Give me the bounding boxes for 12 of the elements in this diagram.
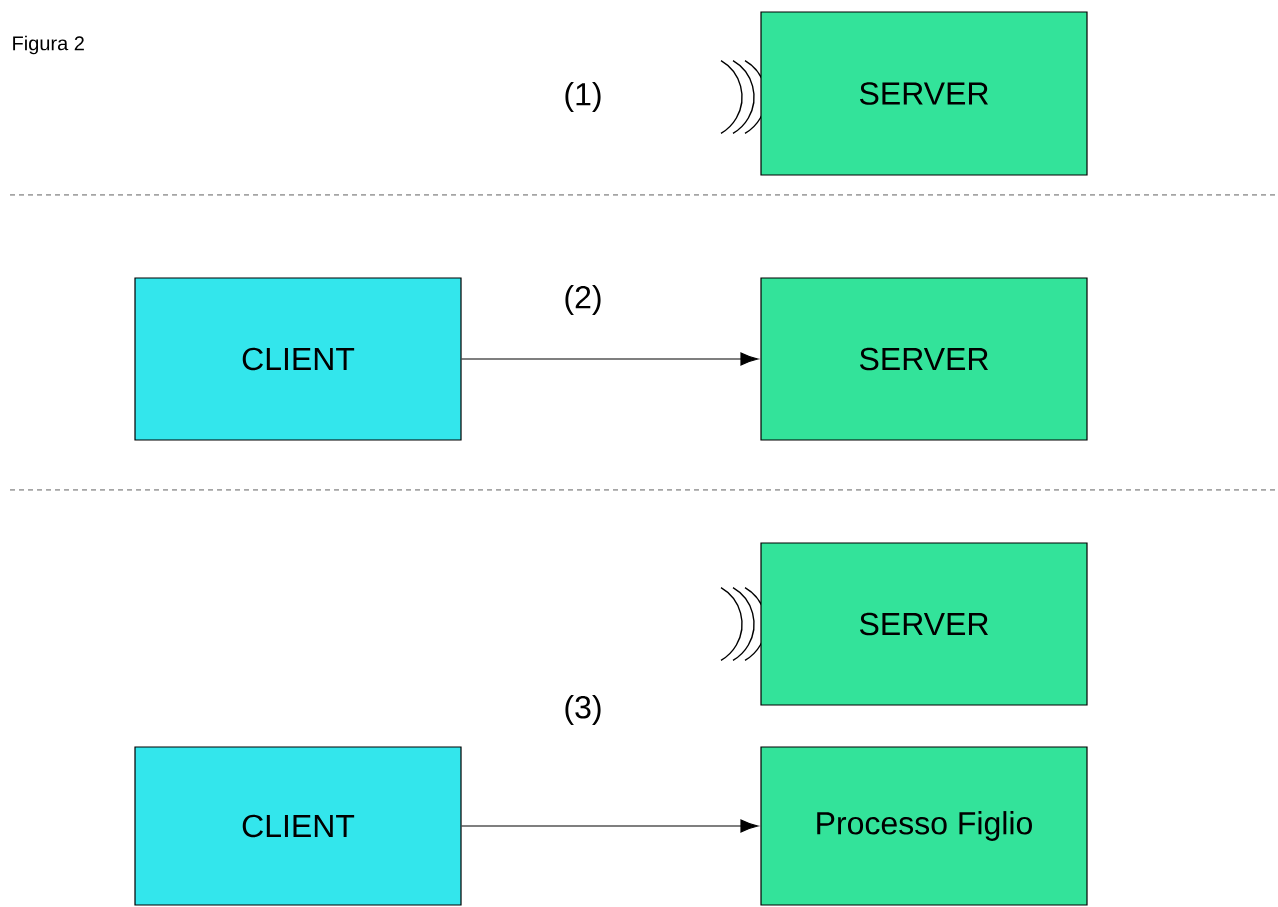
process-box: SERVER [760,542,1088,706]
arrow [461,819,759,833]
figure-title: Figura 2 [13,35,84,55]
process-box: SERVER [760,277,1088,441]
process-box: CLIENT [134,746,462,906]
process-box: SERVER [760,11,1088,176]
process-box: CLIENT [134,277,462,441]
step-number: (1) [565,82,601,112]
step-number: (2) [565,285,601,315]
process-box: Processo Figlio [760,746,1088,906]
arrow [461,352,759,366]
step-number: (3) [565,695,601,725]
